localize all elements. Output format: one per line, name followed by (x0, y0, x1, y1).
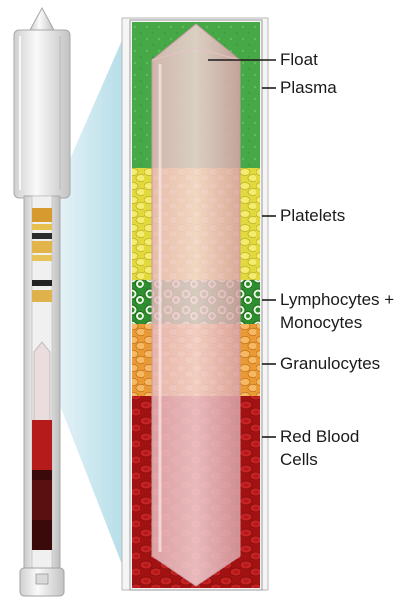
label-plasma: Plasma (280, 77, 337, 98)
label-platelets: Platelets (280, 205, 345, 226)
label-rbc-line1: Red Blood (280, 426, 359, 447)
label-rbc-line2: Cells (280, 449, 318, 470)
label-lymphocytes-line2: Monocytes (280, 312, 362, 333)
label-granulocytes: Granulocytes (280, 353, 380, 374)
tube-cap (14, 30, 70, 198)
label-float: Float (280, 49, 318, 70)
magnified-column (122, 18, 268, 590)
float-cylinder (152, 24, 240, 586)
tube-cap-tip (30, 8, 54, 30)
buffy-coat-band-upper (32, 208, 52, 222)
label-lymphocytes-line1: Lymphocytes + (280, 289, 394, 310)
